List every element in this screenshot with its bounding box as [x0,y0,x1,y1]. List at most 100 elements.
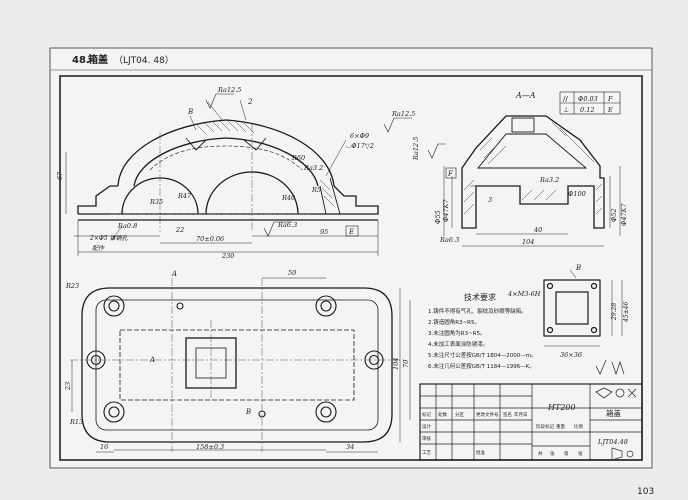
roughness-symbol-3 [263,221,292,237]
roughness-ra32-section: Ra3.2 [539,176,559,184]
tech-req-item: 2.铸造圆角R3~R5。 [428,318,480,326]
radius-r60: R60 [291,154,305,162]
front-view-rib-hatching [195,120,335,207]
drawing-frame-outer [49,47,653,469]
datum-box-e [345,225,359,237]
radius-r35: R35 [149,198,163,206]
tol-datum-perp: E [607,106,613,114]
roughness-ra63-section: Ra6.3 [439,236,459,244]
tolerance-frame [559,91,621,115]
taper-pin-note: 2×Φ5 锥销孔 [89,234,128,242]
exercise-title: 箱盖 [88,53,108,66]
dim-40: 40 [533,226,542,234]
part-name: 箱盖 [606,408,621,418]
top-view-center-lines [70,278,404,452]
roughness-label: Ra12.5 [391,110,415,118]
front-view-dimension-lines [65,99,379,256]
dim-67: 67 [56,171,64,180]
counterbore-callout: ⌴Φ17▽2 [346,142,374,150]
section-mark-a-top: A [171,270,177,278]
housing-outer-arch [117,119,335,187]
tech-req-item: 3.未注圆角为R3~R5。 [428,329,486,337]
bolt-hole [103,295,125,317]
tb-label: 共 [538,450,543,457]
dim-34: 34 [346,443,354,451]
bolt-hole [103,401,125,423]
tol-value-parallel: Φ0.03 [578,95,598,103]
tb-label: 年月日 [514,411,528,418]
view-letter-2: 2 [247,98,253,106]
tb-label: 设计 [422,423,431,430]
radius-r40: R40 [281,194,295,202]
tb-label: 签名 [503,411,512,418]
tol-value-perp: 0.12 [580,106,594,114]
title-block [419,383,643,461]
tech-req-title: 技术要求 [464,292,496,302]
roughness-label: Ra6.3 [277,221,297,229]
tb-label: 比例 [574,423,583,430]
tech-req-item: 6.未注几何公差按GB/T 1184—1996—K。 [428,362,535,370]
projection-symbol [611,447,634,461]
view-arrow-b: B [245,408,251,416]
dim-95: 95 [320,228,328,236]
radius-r5: R5 [311,186,321,194]
tb-label: 批准 [476,449,485,456]
dim-22: 22 [175,226,184,234]
section-hatching [463,121,603,215]
roughness-label: Ra12.5 [412,137,420,161]
tb-label: 第 [564,450,569,457]
detail-letter-b: B [575,264,581,272]
drawing-number: LJT04.48 [597,438,628,446]
dim-104-top: 104 [392,358,400,370]
tol-datum-parallel: F [607,95,613,103]
tb-label: 更改文件号 [476,411,499,418]
roughness-symbol-1 [205,93,234,109]
dim-158: 158±0.3 [196,443,224,451]
dim-phi100: Φ100 [568,190,586,198]
dim-230: 230 [221,252,234,260]
company-logo [595,387,637,399]
tb-label: 分区 [455,411,464,418]
datum-box-f [445,167,457,179]
dim-50: 50 [288,269,296,277]
tech-req-item: 1.铸件不得有气孔、裂纹及砂眼等缺陷。 [428,307,527,315]
fit-note: 配作 [92,244,105,252]
dim-70-top: 70 [402,360,410,368]
view-letter-b: B [187,108,193,116]
bolt-hole [315,295,337,317]
detail-dim-1: 29.28 [611,303,618,321]
tb-label: 工艺 [422,450,431,456]
dim-phi47k7-right: Φ47K7 [620,203,628,226]
roughness-symbol-4 [427,143,446,159]
tb-label: 张 [578,450,583,457]
dim-3: 3 [488,196,492,204]
tb-label: 标记 [422,411,431,418]
base-flange [77,185,379,215]
tb-label: 重量 [556,423,565,430]
tech-req-item: 4.未加工表面涂防锈漆。 [428,340,488,348]
section-title: A—A [515,91,536,100]
radius-r23: R23 [65,282,79,290]
detail-thread-note: 4×M3-6H [507,290,541,298]
roughness-ra08: Ra0.8 [117,222,137,230]
tech-req-item: 5.未注尺寸公差按GB/T 1804—2000—m。 [428,351,537,359]
tb-label: 处数 [438,411,447,418]
pin-hole [176,302,184,310]
dim-70: 70±0.06 [196,235,224,243]
detail-dim-3: 36×36 [560,351,582,359]
radius-r13: R13 [69,418,83,426]
top-view-dimension-lines [71,277,411,453]
roughness-ra32: Ra3.2 [303,164,323,172]
roughness-symbols-front [205,93,412,237]
tol-symbol-perp: ⊥ [563,106,569,114]
exercise-number: 48. [72,55,90,66]
dim-16: 16 [100,443,108,451]
tb-label: 审核 [422,435,431,442]
detail-dim-2: 45±46 [623,302,630,323]
detail-b-view [543,279,601,337]
tb-label: 张 [550,450,555,457]
section-mark-a-bottom: A [149,356,155,364]
section-dimension-lines [443,166,621,247]
front-view-center-lines [110,124,310,232]
